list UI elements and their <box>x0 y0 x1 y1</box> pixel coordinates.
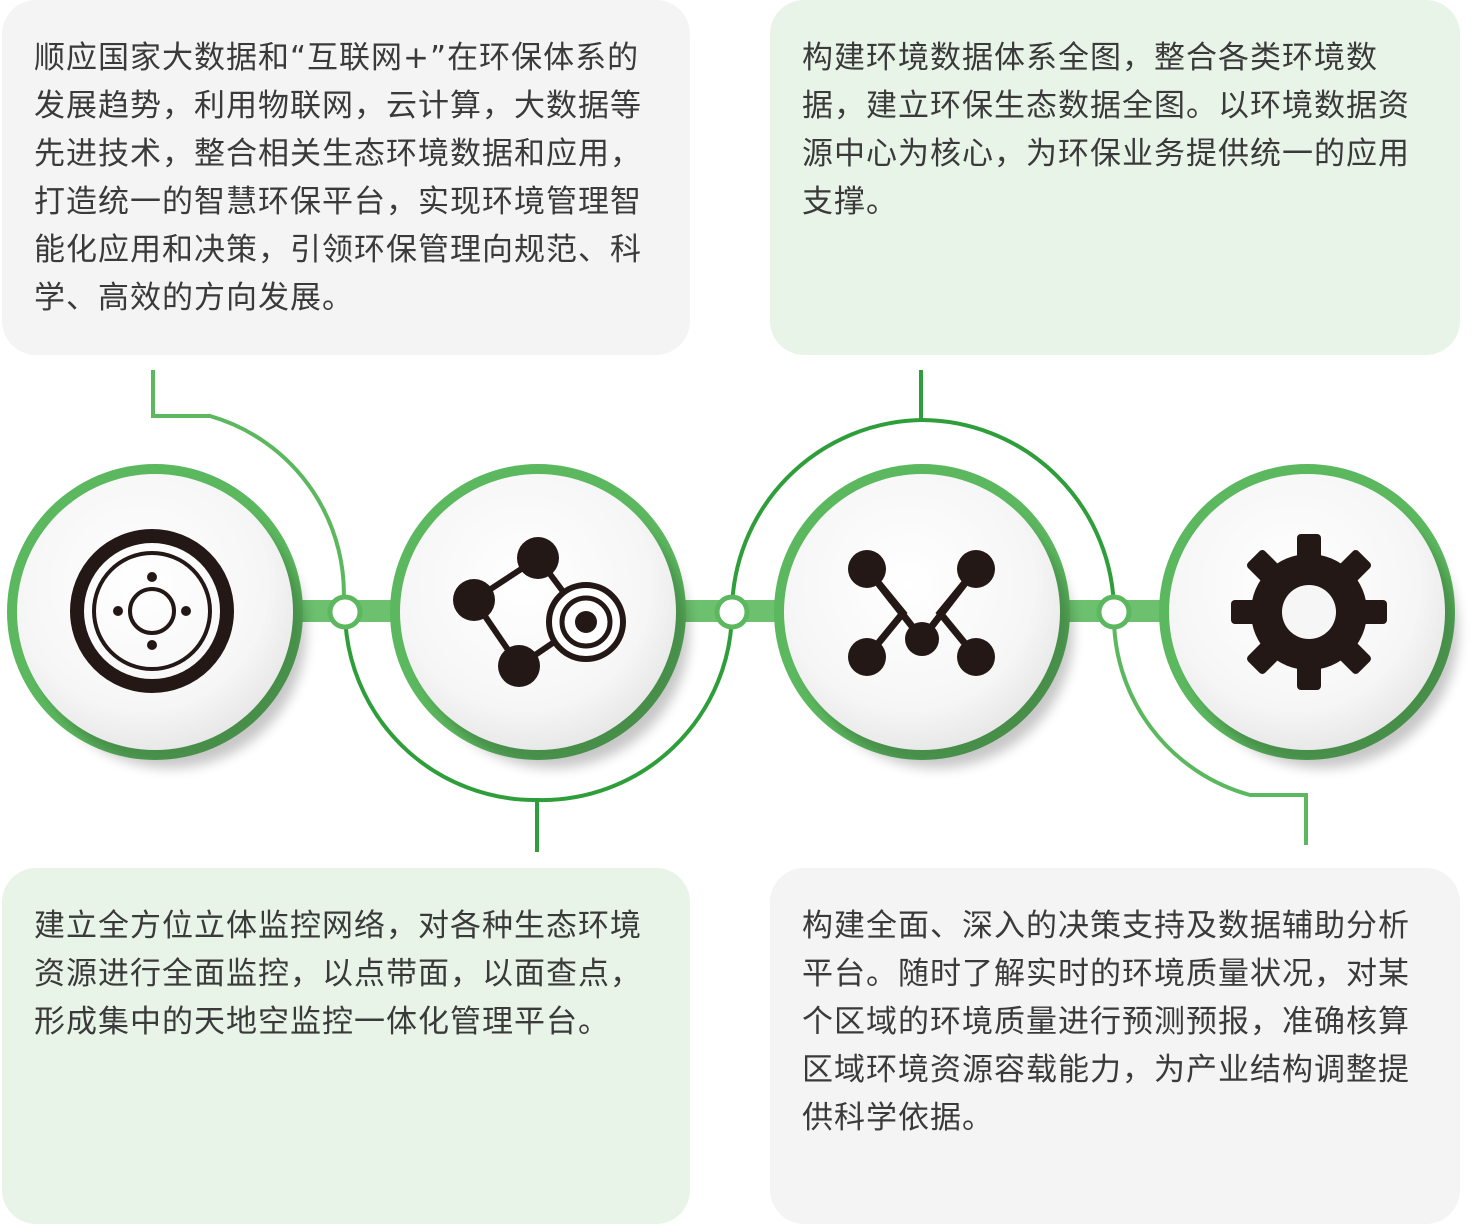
target-dial-icon <box>70 529 234 693</box>
text-card-bottom-right: 构建全面、深入的决策支持及数据辅助分析平台。随时了解实时的环境质量状况，对某个区… <box>770 868 1460 1224</box>
circle-node-3 <box>774 464 1073 768</box>
junction-dot <box>714 594 750 630</box>
connector-line-2 <box>343 611 539 852</box>
card-text: 构建环境数据体系全图，整合各类环境数据，建立环保生态数据全图。以环境数据资源中心… <box>802 40 1410 220</box>
junction-dot <box>1096 594 1132 630</box>
junction-dot <box>327 594 363 630</box>
card-text: 顺应国家大数据和“互联网+”在环保体系的发展趋势，利用物联网，云计算，大数据等先… <box>34 40 642 316</box>
card-text: 构建全面、深入的决策支持及数据辅助分析平台。随时了解实时的环境质量状况，对某个区… <box>802 908 1410 1136</box>
connector-line-3 <box>730 370 923 613</box>
gear-icon <box>1231 534 1387 690</box>
connector-line-4 <box>1111 611 1308 845</box>
connector-line-3b <box>920 418 1116 613</box>
circle-node-1 <box>7 464 306 768</box>
connector-line-2b <box>536 611 734 803</box>
cross-network-icon <box>848 550 995 676</box>
text-card-top-left: 顺应国家大数据和“互联网+”在环保体系的发展趋势，利用物联网，云计算，大数据等先… <box>2 0 690 355</box>
text-card-top-right: 构建环境数据体系全图，整合各类环境数据，建立环保生态数据全图。以环境数据资源中心… <box>770 0 1460 355</box>
circle-node-4 <box>1159 464 1458 768</box>
text-card-bottom-left: 建立全方位立体监控网络，对各种生态环境资源进行全面监控，以点带面，以面查点，形成… <box>2 868 690 1224</box>
connector-line-1 <box>151 370 346 613</box>
network-nodes-icon <box>453 537 626 687</box>
circle-node-2 <box>390 464 689 768</box>
card-text: 建立全方位立体监控网络，对各种生态环境资源进行全面监控，以点带面，以面查点，形成… <box>34 908 642 1040</box>
